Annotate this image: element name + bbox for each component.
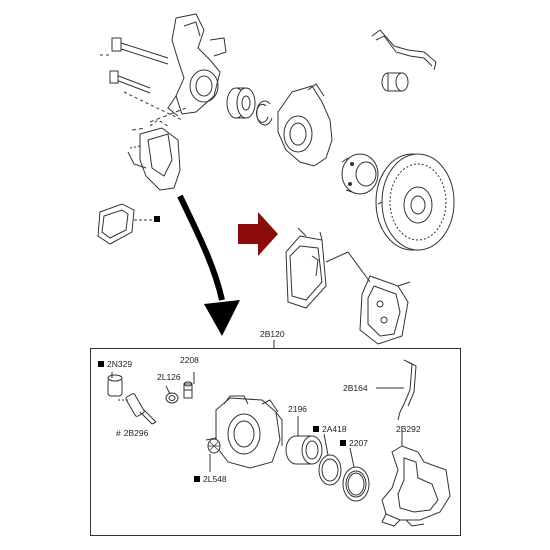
caliper-upper <box>127 119 181 191</box>
repair-kit-item <box>97 203 160 245</box>
brake-pad-outer <box>359 275 411 345</box>
caliper-dashed-lines <box>131 107 187 131</box>
part-label-2L126[interactable]: 2L126 <box>157 372 181 382</box>
part-label-2196[interactable]: 2196 <box>288 404 307 414</box>
group-label: 2B120 <box>260 329 285 339</box>
dust-shield <box>277 83 333 167</box>
curved-arrow <box>177 194 240 336</box>
part-label-2L548[interactable]: 2L548 <box>194 474 227 484</box>
caliper-bracket <box>381 430 451 527</box>
knuckle-bolts <box>100 37 183 121</box>
caliper-body <box>205 395 283 469</box>
brake-pad-inner <box>285 227 327 309</box>
pad-leader-lines <box>325 251 371 283</box>
pad-clip <box>371 29 437 71</box>
piston-boot <box>342 447 370 502</box>
part-label-2208[interactable]: 2208 <box>180 355 199 365</box>
snap-ring <box>256 100 273 126</box>
part-label-2A418[interactable]: 2A418 <box>313 424 347 434</box>
piston-seal <box>318 433 342 486</box>
guide-pin <box>118 393 157 425</box>
hash-marker-icon: # <box>116 428 121 438</box>
pad-spring <box>376 359 417 421</box>
brake-rotor <box>375 153 455 251</box>
square-marker-icon <box>98 361 104 367</box>
highlight-arrow <box>238 212 278 256</box>
part-label-2N329[interactable]: 2N329 <box>98 359 132 369</box>
pin-boot <box>107 372 123 397</box>
caliper-pin-bolt <box>207 438 221 472</box>
square-marker-icon <box>194 476 200 482</box>
parts-detail-box <box>90 348 461 536</box>
bleeder-cap <box>165 385 179 404</box>
boot-seal-upper <box>381 72 409 92</box>
square-marker-icon <box>340 440 346 446</box>
wheel-hub <box>341 153 379 195</box>
steering-knuckle <box>167 13 227 117</box>
wheel-bearing <box>226 87 256 119</box>
square-marker-icon <box>313 426 319 432</box>
part-label-2B292[interactable]: 2B292 <box>396 424 421 434</box>
part-label-2B164[interactable]: 2B164 <box>343 383 368 393</box>
part-label-2207[interactable]: 2207 <box>340 438 368 448</box>
bleeder-screw <box>183 372 195 399</box>
part-label-2B296[interactable]: #2B296 <box>116 428 149 438</box>
piston <box>285 416 323 465</box>
